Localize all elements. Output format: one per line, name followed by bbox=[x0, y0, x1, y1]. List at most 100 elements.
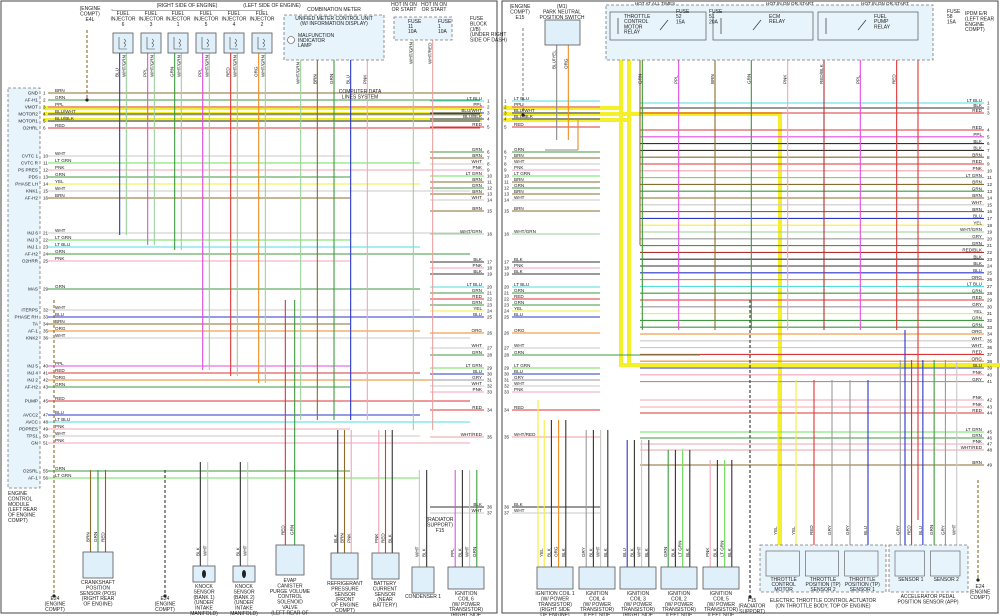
ecm-pin-name: O2HRL bbox=[23, 126, 39, 131]
edge-pin-number: 32 bbox=[487, 384, 493, 389]
injector-coil-icon bbox=[173, 37, 182, 50]
inj2-wire-color: WHT/GRN bbox=[260, 55, 265, 77]
relay-label: THROTTLE bbox=[624, 14, 651, 20]
edge-wire-color: LT BLU bbox=[514, 96, 529, 101]
coil5-label: IGNITION bbox=[710, 591, 733, 597]
app-wire-color: GRY bbox=[895, 525, 900, 535]
inj6-label: 6 bbox=[122, 22, 125, 28]
edge-pin-number: 30 bbox=[487, 372, 493, 377]
edge-wire-color: YEL bbox=[973, 220, 982, 225]
injector-coil-icon bbox=[146, 37, 155, 50]
edge-pin-number: 48 bbox=[987, 448, 993, 453]
edge-wire-color: LT BLU bbox=[467, 282, 482, 287]
edge-wire-color: WHT bbox=[514, 195, 525, 200]
inj1-label: INJECTOR bbox=[166, 16, 191, 22]
radsup-l-label: F15 bbox=[436, 528, 445, 534]
edge-pin-number: 4 bbox=[987, 128, 990, 133]
meter bbox=[283, 14, 385, 61]
edge-wire-color: BLU/BLK bbox=[463, 114, 483, 119]
ecm-pin-name: INJ 2 bbox=[27, 378, 38, 383]
edge-pin-number: 19 bbox=[487, 272, 493, 277]
ecm-pin-name: AF-1 bbox=[28, 329, 38, 334]
edge-wire-color: GRN bbox=[472, 300, 482, 305]
etc-wire-color: YEL bbox=[791, 526, 796, 535]
edge-pin-number: 10 bbox=[987, 168, 993, 173]
edge-pin-number: 24 bbox=[987, 264, 993, 269]
edge-wire-color: PNK bbox=[473, 263, 483, 268]
edge-wire-color: LT GRN bbox=[966, 173, 982, 178]
edge-pin-number: 32 bbox=[504, 384, 510, 389]
edge-pin-number: 21 bbox=[487, 291, 493, 296]
edge-pin-number: 9 bbox=[487, 168, 490, 173]
wire-color-label: BLU/WHT bbox=[55, 109, 76, 114]
edge-wire-color: BRN bbox=[514, 189, 524, 194]
edge-wire-color: YEL bbox=[473, 306, 482, 311]
ecm-pin-name: GN bbox=[31, 441, 38, 446]
refrig-label: PRESSURE bbox=[331, 586, 359, 592]
edge-pin-number: 9 bbox=[987, 162, 990, 167]
inj3-label: INJECTOR bbox=[139, 16, 164, 22]
edge-pin-number: 22 bbox=[504, 297, 510, 302]
inj1-wire-color: WHT/GRN bbox=[176, 55, 181, 77]
fuse-label: 10A bbox=[408, 29, 418, 35]
edge-wire-color: PPL bbox=[514, 102, 523, 107]
edge-wire-color: RED bbox=[514, 294, 524, 299]
cond1-wire-color: BLK bbox=[422, 547, 427, 557]
edge-wire-color: GRN bbox=[972, 241, 982, 246]
relay-label: MOTOR bbox=[624, 24, 643, 30]
edge-wire-color: ORG bbox=[472, 328, 483, 333]
edge-wire-color: RED bbox=[472, 294, 482, 299]
ecm-pin-name: ITERPS bbox=[21, 308, 38, 313]
coil6-label: TRANSISTOR) bbox=[449, 607, 483, 613]
coil1-wire-color: YEL bbox=[539, 548, 544, 557]
pnp-label: POSITION SWITCH bbox=[540, 15, 585, 21]
inj6-label: FUEL bbox=[117, 11, 130, 17]
edge-pin-number: 14 bbox=[504, 198, 510, 203]
app-wire-color: RED bbox=[907, 525, 912, 535]
coil1-label: (RIGHT SIDE bbox=[540, 607, 571, 613]
ecm-pin-number: 45 bbox=[43, 399, 49, 404]
edge-wire-color: BRN bbox=[472, 177, 482, 182]
edge-pin-number: 31 bbox=[504, 378, 510, 383]
evap-label: CANISTER bbox=[277, 583, 303, 589]
edge-pin-number: 25 bbox=[504, 315, 510, 320]
wire-color-label: BLU bbox=[55, 312, 64, 317]
ecm-pin-name: INJ 4 bbox=[27, 371, 38, 376]
meter-title: COMBINATION METER bbox=[307, 7, 361, 13]
wire-color-label: GRN bbox=[55, 249, 65, 254]
relay-label: CONTROL bbox=[624, 19, 649, 25]
part-label: POSITION (TP) bbox=[806, 582, 841, 588]
coil5-wire-color: BLK bbox=[727, 547, 732, 557]
edge-pin-number: 4 bbox=[487, 117, 490, 122]
refrig-wire-color: BRN bbox=[340, 533, 345, 543]
ecm-pin-name: O2SRL bbox=[23, 469, 39, 474]
coil4-label: IGNITION bbox=[586, 591, 609, 597]
mil-label: INDICATOR bbox=[298, 38, 325, 44]
battcur-label: SENSOR bbox=[374, 592, 396, 598]
ecm-pin-number: 35 bbox=[43, 329, 49, 334]
ecm-pin-number: 25 bbox=[43, 259, 49, 264]
ecm-pin-number: 42 bbox=[43, 378, 49, 383]
edge-wire-color: GRN bbox=[472, 147, 482, 152]
ecm-pin-name: KNK2 bbox=[26, 336, 38, 341]
meter-wire-color: PNK bbox=[362, 74, 367, 84]
ipdm bbox=[605, 4, 934, 61]
inj6-label: INJECTOR bbox=[111, 16, 136, 22]
knock-sensor-icon bbox=[242, 570, 246, 578]
refrig-wire-color: PNK bbox=[346, 533, 351, 543]
wire-color-label: WHT bbox=[55, 186, 66, 191]
ecm-pin-name: PDPRES bbox=[19, 427, 38, 432]
wire-color-label: BRN bbox=[55, 193, 65, 198]
ecm-pin-name: INJ 5 bbox=[27, 364, 38, 369]
edge-wire-color: BLK bbox=[473, 502, 483, 507]
edge-wire-color: GRN bbox=[514, 350, 524, 355]
edge-wire-color: BLK bbox=[514, 257, 524, 262]
knk1-label: KNOCK bbox=[195, 584, 213, 590]
edge-wire-color: RED bbox=[472, 405, 482, 410]
etc-label: ELECTRIC THROTTLE CONTROL ACTUATOR bbox=[770, 598, 877, 604]
edge-wire-color: GRN bbox=[514, 183, 524, 188]
edge-wire-color: BLK bbox=[973, 139, 983, 144]
ecm-pin-name: TPS1 bbox=[27, 434, 39, 439]
part-label: SENSOR 1 bbox=[898, 577, 924, 583]
edge-pin-number: 29 bbox=[487, 366, 493, 371]
